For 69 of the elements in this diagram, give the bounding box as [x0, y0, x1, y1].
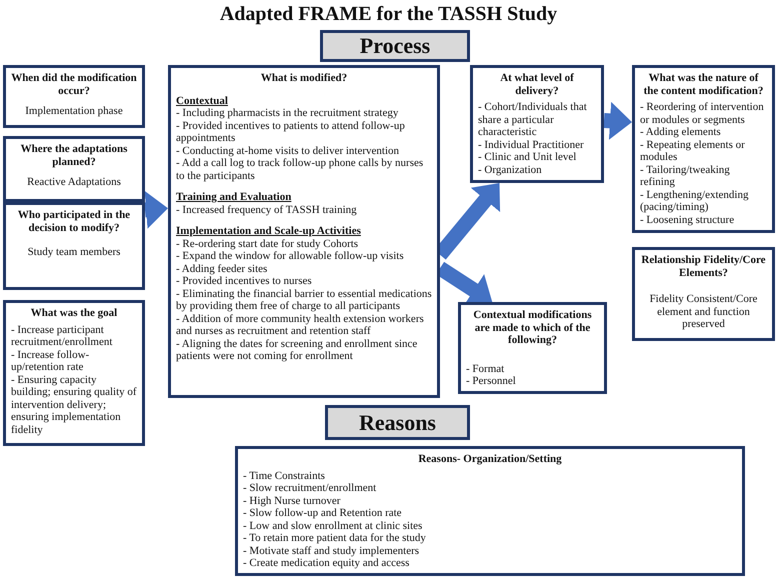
box-heading: What was the goal — [30, 307, 118, 320]
question-box — [235, 446, 745, 576]
box-heading: Who participated in the decision to modify? — [16, 209, 132, 234]
list-item: - Clinic and Unit level — [478, 151, 578, 164]
question-box — [458, 302, 607, 394]
list-item: - Reordering of intervention or modules or segments — [640, 101, 765, 126]
list-item: - Personnel — [466, 375, 517, 388]
list-item: - Format — [466, 362, 506, 375]
block-arrow — [604, 102, 632, 140]
section-band — [325, 405, 470, 440]
list-item: - Provided incentives to patients to attend follow-up appointments — [176, 120, 406, 144]
list-item: - Tailoring/tweaking refining — [640, 164, 731, 188]
list-item: - Increased frequency of TASSH training — [176, 204, 358, 216]
list-item: - Lengthening/extending (pacing/timing) — [640, 188, 750, 214]
band-title: Process — [358, 33, 432, 59]
list-item: - Including pharmacists in the recruitment strategy — [176, 107, 400, 120]
section-heading: Implementation and Scale-up Activities — [176, 225, 362, 238]
list-item: - Aligning the dates for screening and enrollment since patients were not coming for enrollment — [176, 338, 418, 362]
section-heading: Contextual — [176, 94, 229, 107]
list-item: - To retain more patient data for the study — [243, 532, 427, 544]
question-box — [3, 300, 145, 446]
answer-text: Implementation phase — [24, 105, 124, 118]
box-heading: Contextual modifications are made to which of the following? — [472, 309, 593, 346]
question-box — [168, 65, 440, 398]
diagram-title: Adapted FRAME for the TASSH Study — [220, 2, 558, 26]
band-title: Reasons — [358, 410, 437, 436]
answer-text: Study team members — [26, 246, 122, 258]
answer-text: Fidelity Consistent/Core element and function preserved — [648, 293, 758, 330]
list-item: - Slow follow-up and Retention rate — [243, 507, 403, 520]
list-item: - Organization — [478, 164, 543, 176]
list-item: - Increase follow-up/retention rate — [11, 348, 90, 374]
question-box — [632, 247, 775, 341]
list-item: - Eliminating the financial barrier to essential medications by providing them free of charge to all participants — [176, 288, 432, 312]
list-item: - High Nurse turnover — [243, 494, 342, 507]
list-item: - Conducting at-home visits to deliver intervention — [176, 144, 400, 157]
list-item: - Increase participant recruitment/enrollment — [11, 324, 114, 348]
box-heading: Where the adaptations planned? — [20, 143, 128, 168]
question-box — [470, 65, 604, 183]
list-item: - Adding feeder sites — [176, 262, 268, 275]
box-heading: What was the nature of the content modification? — [642, 72, 764, 97]
section-band — [320, 30, 470, 62]
list-item: - Adding elements — [640, 126, 722, 138]
box-heading: Relationship Fidelity/Core Elements? — [640, 254, 767, 279]
list-item: - Loosening structure — [640, 214, 736, 226]
list-item: - Addition of more community health extension workers and nurses as recruitment and retention staff — [176, 312, 425, 338]
box-heading: When did the modification occur? — [11, 72, 137, 97]
section-heading: Training and Evaluation — [176, 191, 292, 204]
block-arrow — [144, 190, 168, 229]
list-item: - Expand the window for allowable follow-up visits — [176, 250, 405, 262]
list-item: - Individual Practitioner — [478, 138, 585, 151]
list-item: - Cohort/Individuals that share a particular characteristic — [478, 101, 588, 138]
list-item: - Low and slow enrollment at clinic sites — [243, 520, 424, 532]
list-item: - Add a call log to track follow-up phone calls by nurses to the participants — [176, 157, 424, 182]
question-box — [3, 202, 145, 290]
list-item: - Provided incentives to nurses — [176, 275, 313, 288]
question-box — [632, 65, 775, 233]
box-heading: What is modified? — [260, 72, 348, 84]
list-item: - Ensuring capacity building; ensuring quality of intervention delivery; ensuring implementation fidelity — [11, 374, 137, 436]
list-item: - Create medication equity and access — [243, 557, 410, 570]
list-item: - Motivate staff and study implementers — [243, 544, 420, 557]
box-heading: Reasons- Organization/Setting — [417, 453, 563, 466]
list-item: - Time Constraints — [243, 470, 326, 482]
question-box — [3, 136, 145, 202]
answer-text: Reactive Adaptations — [26, 176, 122, 188]
question-box — [3, 65, 145, 128]
list-item: - Slow recruitment/enrollment — [243, 482, 378, 494]
list-item: - Re-ordering start date for study Cohorts — [176, 238, 360, 250]
list-item: - Repeating elements or modules — [640, 138, 746, 164]
box-heading: At what level of delivery? — [499, 72, 575, 97]
